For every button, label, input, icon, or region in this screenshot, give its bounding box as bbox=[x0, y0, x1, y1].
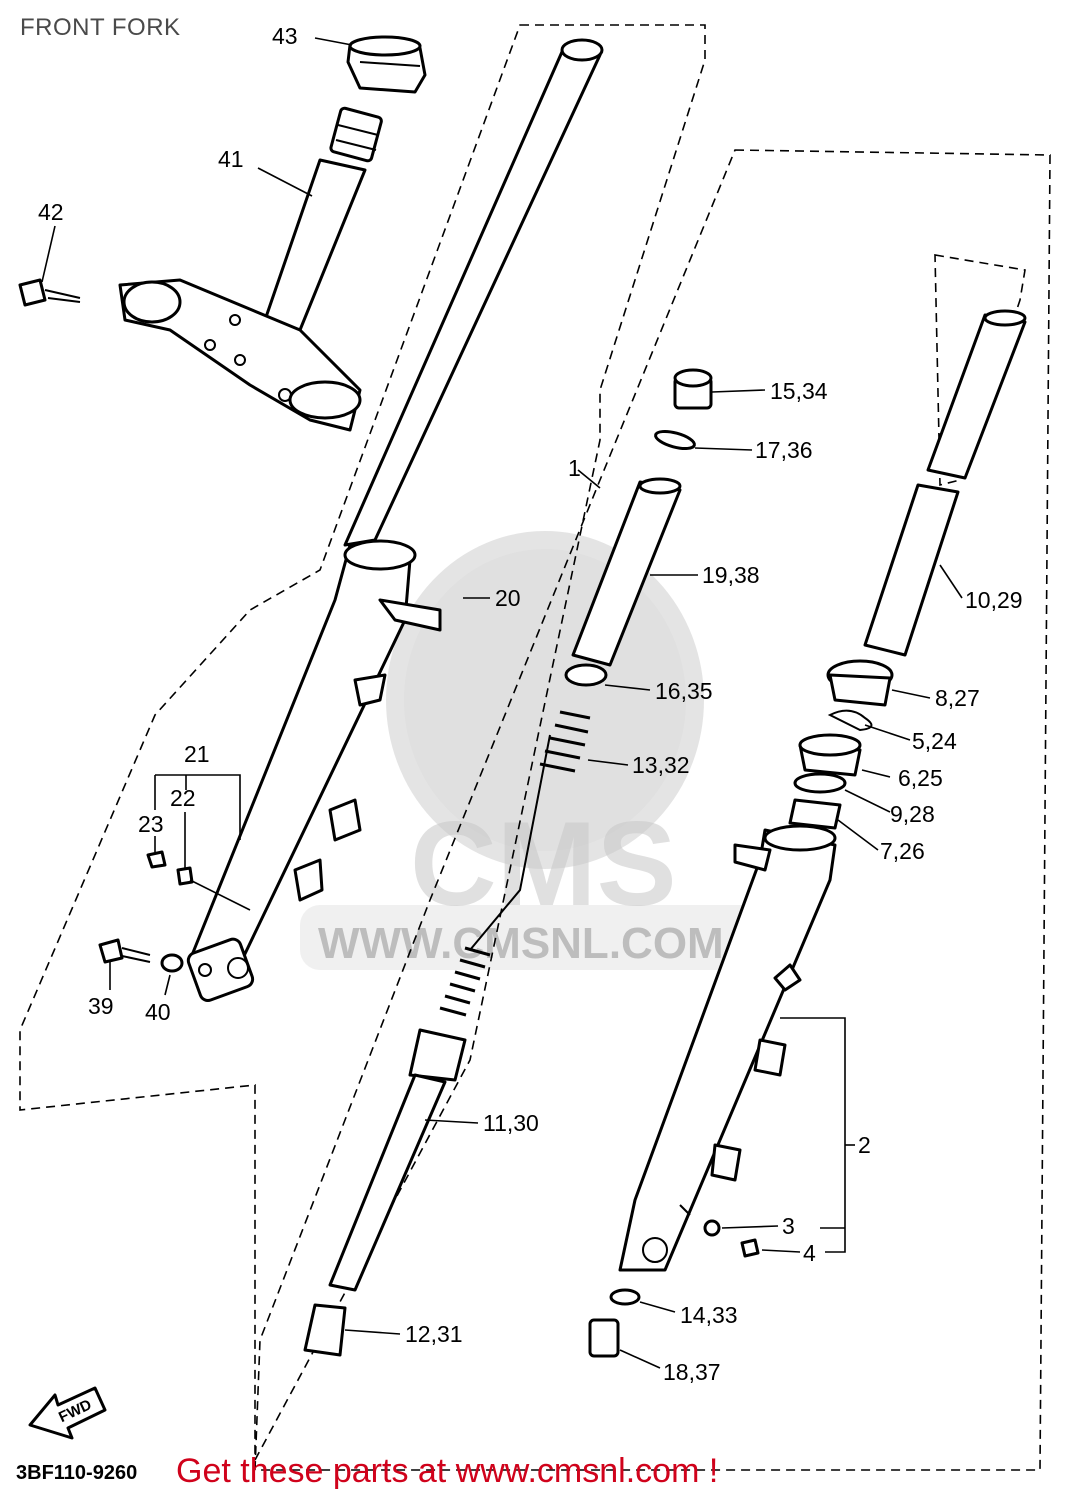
watermark-url: WWW.CMSNL.COM bbox=[318, 919, 724, 968]
label-6-25: 6,25 bbox=[898, 765, 943, 791]
spring-seat-16 bbox=[564, 663, 608, 687]
diagram-code: 3BF110-9260 bbox=[16, 1462, 138, 1484]
label-22: 22 bbox=[170, 785, 196, 811]
label-18-37: 18,37 bbox=[663, 1359, 721, 1385]
label-15-34: 15,34 bbox=[770, 378, 828, 404]
bolt-39 bbox=[98, 938, 151, 964]
label-3: 3 bbox=[782, 1213, 795, 1239]
label-21: 21 bbox=[184, 741, 210, 767]
label-40: 40 bbox=[145, 999, 171, 1025]
leader-lines bbox=[41, 37, 963, 1369]
bearing-43 bbox=[346, 35, 427, 94]
under-bracket bbox=[118, 278, 362, 432]
label-2: 2 bbox=[858, 1132, 871, 1158]
label-1: 1 bbox=[568, 455, 581, 481]
label-19-38: 19,38 bbox=[702, 562, 760, 588]
page-title: FRONT FORK bbox=[20, 14, 181, 41]
spring-13 bbox=[439, 710, 591, 1017]
steering-stem-41 bbox=[263, 106, 383, 332]
label-13-32: 13,32 bbox=[632, 752, 690, 778]
label-39: 39 bbox=[88, 993, 114, 1019]
label-8-27: 8,27 bbox=[935, 685, 980, 711]
washer-40 bbox=[160, 953, 184, 973]
label-14-33: 14,33 bbox=[680, 1302, 738, 1328]
parts-21-23 bbox=[146, 850, 194, 886]
cap-bolt-15 bbox=[673, 368, 713, 410]
bolt-42 bbox=[18, 278, 81, 307]
screw-4 bbox=[740, 1238, 760, 1258]
label-7-26: 7,26 bbox=[880, 838, 925, 864]
label-12-31: 12,31 bbox=[405, 1321, 463, 1347]
label-10-29: 10,29 bbox=[965, 587, 1023, 613]
washer-3 bbox=[703, 1219, 721, 1237]
damper-rod-11 bbox=[328, 1028, 467, 1292]
label-23: 23 bbox=[138, 811, 164, 837]
label-43: 43 bbox=[272, 23, 298, 49]
fork-inner-tube-left bbox=[343, 38, 604, 547]
footer-link[interactable]: Get these parts at www.cmsnl.com ! bbox=[176, 1452, 719, 1490]
outer-tube-2 bbox=[618, 824, 837, 1272]
o-ring-17 bbox=[654, 429, 696, 451]
bolt-18 bbox=[588, 1318, 620, 1358]
label-16-35: 16,35 bbox=[655, 678, 713, 704]
spacer-19 bbox=[571, 477, 682, 667]
label-11-30: 11,30 bbox=[483, 1110, 539, 1136]
oil-lock-piece-12 bbox=[303, 1303, 347, 1357]
part-labels: 43 41 42 20 21 22 23 39 40 1 15,34 17,36… bbox=[38, 23, 1023, 1385]
assembly-1-outline bbox=[254, 149, 1051, 1471]
oil-seal-parts bbox=[788, 659, 894, 830]
label-17-36: 17,36 bbox=[755, 437, 813, 463]
gasket-14 bbox=[609, 1288, 641, 1306]
fwd-arrow-icon: FWD bbox=[28, 1386, 107, 1440]
label-42: 42 bbox=[38, 199, 64, 225]
label-41: 41 bbox=[218, 146, 244, 172]
label-5-24: 5,24 bbox=[912, 728, 957, 754]
label-9-28: 9,28 bbox=[890, 801, 935, 827]
label-4: 4 bbox=[803, 1240, 816, 1266]
inner-tube-10 bbox=[863, 309, 1027, 657]
watermark-brand: CMS bbox=[410, 797, 677, 931]
fork-bottom-case-left bbox=[186, 539, 442, 1002]
assembly-20-outline bbox=[19, 24, 706, 1461]
label-20: 20 bbox=[495, 585, 521, 611]
